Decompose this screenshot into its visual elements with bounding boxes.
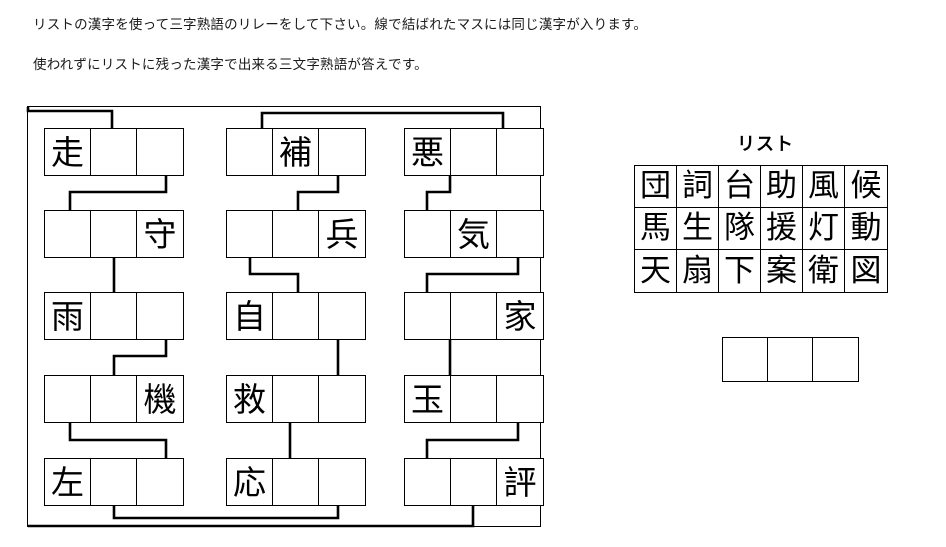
- kanji-cell-empty[interactable]: [273, 211, 319, 257]
- kanji-cell-filled: 救: [227, 376, 273, 422]
- word-box-middle-3: 自: [226, 292, 366, 340]
- kanji-cell-empty[interactable]: [319, 376, 365, 422]
- kanji-cell-filled: 悪: [405, 129, 451, 175]
- kanji-cell-empty[interactable]: [273, 459, 319, 505]
- kanji-cell-empty[interactable]: [91, 211, 137, 257]
- kanji-cell-filled: 守: [137, 211, 183, 257]
- word-box-left-4: 機: [44, 375, 184, 423]
- kanji-cell-empty[interactable]: [319, 459, 365, 505]
- word-box-left-1: 走: [44, 128, 184, 176]
- list-kanji-cell[interactable]: 助: [761, 166, 803, 208]
- word-box-left-3: 雨: [44, 292, 184, 340]
- word-box-middle-4: 救: [226, 375, 366, 423]
- list-kanji-cell[interactable]: 案: [761, 250, 803, 292]
- kanji-cell-empty[interactable]: [91, 376, 137, 422]
- kanji-cell-empty[interactable]: [137, 459, 183, 505]
- kanji-cell-filled: 自: [227, 293, 273, 339]
- kanji-cell-filled: 兵: [319, 211, 365, 257]
- kanji-cell-filled: 機: [137, 376, 183, 422]
- word-box-right-2: 気: [404, 210, 544, 258]
- list-kanji-cell[interactable]: 下: [719, 250, 761, 292]
- kanji-cell-filled: 玉: [405, 376, 451, 422]
- kanji-cell-empty[interactable]: [405, 293, 451, 339]
- kanji-cell-filled: 補: [273, 129, 319, 175]
- list-kanji-cell[interactable]: 馬: [635, 208, 677, 250]
- kanji-cell-empty[interactable]: [497, 376, 543, 422]
- word-box-right-5: 評: [404, 458, 544, 506]
- list-row: 天扇下案衛図: [635, 250, 887, 292]
- kanji-cell-empty[interactable]: [319, 129, 365, 175]
- kanji-cell-empty[interactable]: [319, 293, 365, 339]
- list-kanji-cell[interactable]: 候: [845, 166, 887, 208]
- list-kanji-cell[interactable]: 灯: [803, 208, 845, 250]
- answer-box[interactable]: [722, 337, 859, 382]
- kanji-cell-empty[interactable]: [497, 129, 543, 175]
- kanji-cell-empty[interactable]: [273, 293, 319, 339]
- kanji-cell-empty[interactable]: [451, 293, 497, 339]
- list-kanji-cell[interactable]: 生: [677, 208, 719, 250]
- list-kanji-cell[interactable]: 衛: [803, 250, 845, 292]
- list-kanji-cell[interactable]: 動: [845, 208, 887, 250]
- word-box-left-2: 守: [44, 210, 184, 258]
- list-row: 馬生隊援灯動: [635, 208, 887, 250]
- word-box-middle-5: 応: [226, 458, 366, 506]
- kanji-cell-empty[interactable]: [91, 129, 137, 175]
- kanji-cell-empty[interactable]: [405, 211, 451, 257]
- kanji-list-grid: 団詞台助風候馬生隊援灯動天扇下案衛図: [634, 165, 888, 293]
- instruction-line-2: 使われずにリストに残った漢字で出来る三文字熟語が答えです。: [33, 57, 428, 72]
- list-kanji-cell[interactable]: 風: [803, 166, 845, 208]
- word-box-middle-2: 兵: [226, 210, 366, 258]
- kanji-cell-filled: 評: [497, 459, 543, 505]
- answer-cell-1[interactable]: [723, 338, 768, 381]
- word-box-right-4: 玉: [404, 375, 544, 423]
- word-box-left-5: 左: [44, 458, 184, 506]
- kanji-cell-empty[interactable]: [137, 293, 183, 339]
- word-box-right-3: 家: [404, 292, 544, 340]
- kanji-cell-filled: 左: [45, 459, 91, 505]
- list-title: リスト: [737, 134, 794, 155]
- kanji-cell-empty[interactable]: [45, 376, 91, 422]
- list-kanji-cell[interactable]: 援: [761, 208, 803, 250]
- list-kanji-cell[interactable]: 台: [719, 166, 761, 208]
- kanji-cell-empty[interactable]: [451, 459, 497, 505]
- kanji-cell-filled: 応: [227, 459, 273, 505]
- kanji-cell-filled: 気: [451, 211, 497, 257]
- kanji-cell-filled: 家: [497, 293, 543, 339]
- kanji-cell-empty[interactable]: [451, 376, 497, 422]
- kanji-cell-empty[interactable]: [227, 211, 273, 257]
- list-kanji-cell[interactable]: 隊: [719, 208, 761, 250]
- list-kanji-cell[interactable]: 詞: [677, 166, 719, 208]
- list-row: 団詞台助風候: [635, 166, 887, 208]
- kanji-cell-empty[interactable]: [91, 293, 137, 339]
- list-kanji-cell[interactable]: 図: [850, 252, 882, 289]
- list-kanji-cell[interactable]: 団: [635, 166, 677, 208]
- kanji-cell-filled: 走: [45, 129, 91, 175]
- answer-cell-2[interactable]: [768, 338, 813, 381]
- kanji-cell-empty[interactable]: [91, 459, 137, 505]
- instruction-line-1: リストの漢字を使って三字熟語のリレーをして下さい。線で結ばれたマスには同じ漢字が…: [33, 17, 648, 32]
- kanji-cell-empty[interactable]: [137, 129, 183, 175]
- word-box-right-1: 悪: [404, 128, 544, 176]
- kanji-cell-empty[interactable]: [227, 129, 273, 175]
- kanji-cell-empty[interactable]: [497, 211, 543, 257]
- kanji-cell-empty[interactable]: [405, 459, 451, 505]
- kanji-cell-empty[interactable]: [273, 376, 319, 422]
- word-box-middle-1: 補: [226, 128, 366, 176]
- kanji-cell-filled: 雨: [45, 293, 91, 339]
- list-kanji-cell[interactable]: 天: [635, 250, 677, 292]
- kanji-cell-empty[interactable]: [451, 129, 497, 175]
- kanji-cell-empty[interactable]: [45, 211, 91, 257]
- list-kanji-cell[interactable]: 扇: [677, 250, 719, 292]
